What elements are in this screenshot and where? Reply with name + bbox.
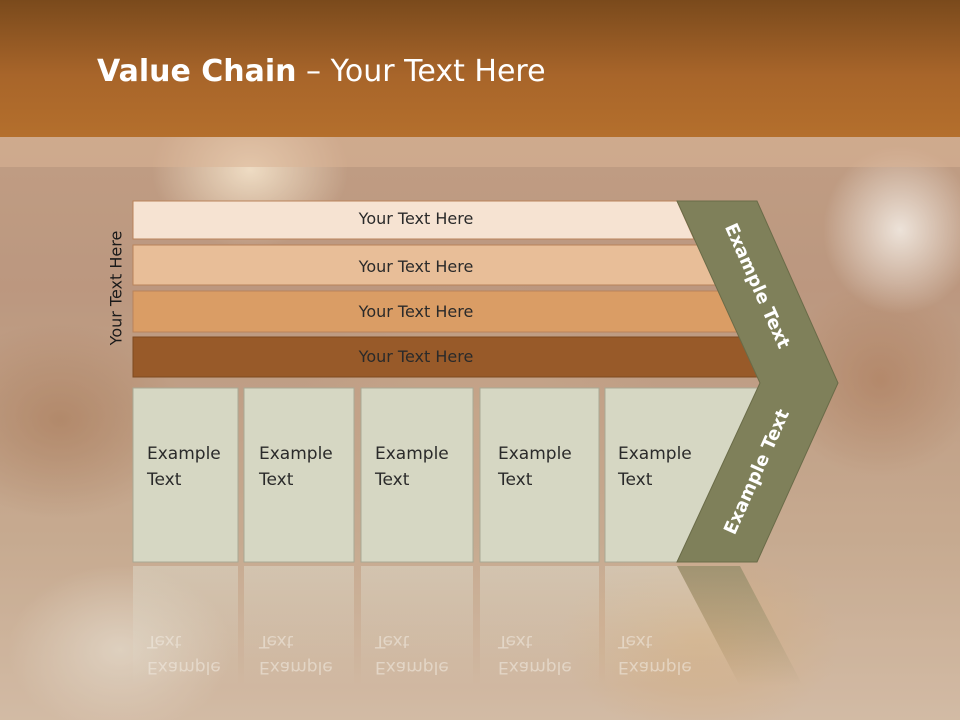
column-2[interactable] <box>243 387 355 563</box>
column-1-text: Example Text <box>147 441 221 493</box>
column-3-reflection-line2: Text <box>375 631 410 651</box>
column-5-text: Example Text <box>618 441 692 493</box>
columns-reflection <box>133 566 803 686</box>
header-band <box>0 0 960 137</box>
column-3-line2: Text <box>375 470 410 490</box>
slide-title[interactable]: Value Chain – Your Text Here <box>97 54 546 89</box>
column-3-text: Example Text <box>375 441 449 493</box>
column-4-line1: Example <box>498 444 572 464</box>
column-1-reflection-line2: Text <box>147 631 182 651</box>
column-3[interactable] <box>360 387 474 563</box>
bar-4-label: Your Text Here <box>358 347 474 366</box>
title-rest: Your Text Here <box>330 54 546 89</box>
column-5-reflection-line1: Example <box>618 657 692 677</box>
column-3-reflection <box>361 566 473 686</box>
title-bold: Value Chain <box>97 54 297 89</box>
column-4-reflection-line1: Example <box>498 657 572 677</box>
column-4-text: Example Text <box>498 441 572 493</box>
column-3-line1: Example <box>375 444 449 464</box>
column-1-reflection-line1: Example <box>147 657 221 677</box>
column-2-reflection-line2: Text <box>259 631 294 651</box>
column-2-reflection-text: Example Text <box>259 628 333 680</box>
arrow-reflection <box>677 566 803 686</box>
column-4-line2: Text <box>498 470 533 490</box>
column-2-reflection <box>244 566 354 686</box>
bar-3-label: Your Text Here <box>358 302 474 321</box>
column-4[interactable] <box>479 387 600 563</box>
column-2-line2: Text <box>259 470 294 490</box>
column-1-line1: Example <box>147 444 221 464</box>
bar-2-label: Your Text Here <box>358 257 474 276</box>
column-4-reflection-line2: Text <box>498 631 533 651</box>
column-5-line2: Text <box>618 470 653 490</box>
column-2-reflection-line1: Example <box>259 657 333 677</box>
column-4-reflection-text: Example Text <box>498 628 572 680</box>
column-5-reflection-text: Example Text <box>618 628 692 680</box>
title-separator: – <box>296 54 331 89</box>
column-3-reflection-text: Example Text <box>375 628 449 680</box>
column-1[interactable] <box>132 387 239 563</box>
column-1-reflection <box>133 566 238 686</box>
chevron-arrow[interactable] <box>676 200 839 563</box>
column-5-reflection <box>605 566 740 686</box>
column-1-line2: Text <box>147 470 182 490</box>
column-3-reflection-line1: Example <box>375 657 449 677</box>
column-2-text: Example Text <box>259 441 333 493</box>
column-5-line1: Example <box>618 444 692 464</box>
column-1-reflection-text: Example Text <box>147 628 221 680</box>
column-5-reflection-line2: Text <box>618 631 653 651</box>
header-strip <box>0 137 960 167</box>
column-2-line1: Example <box>259 444 333 464</box>
column-4-reflection <box>480 566 599 686</box>
bar-1-label: Your Text Here <box>358 209 474 228</box>
